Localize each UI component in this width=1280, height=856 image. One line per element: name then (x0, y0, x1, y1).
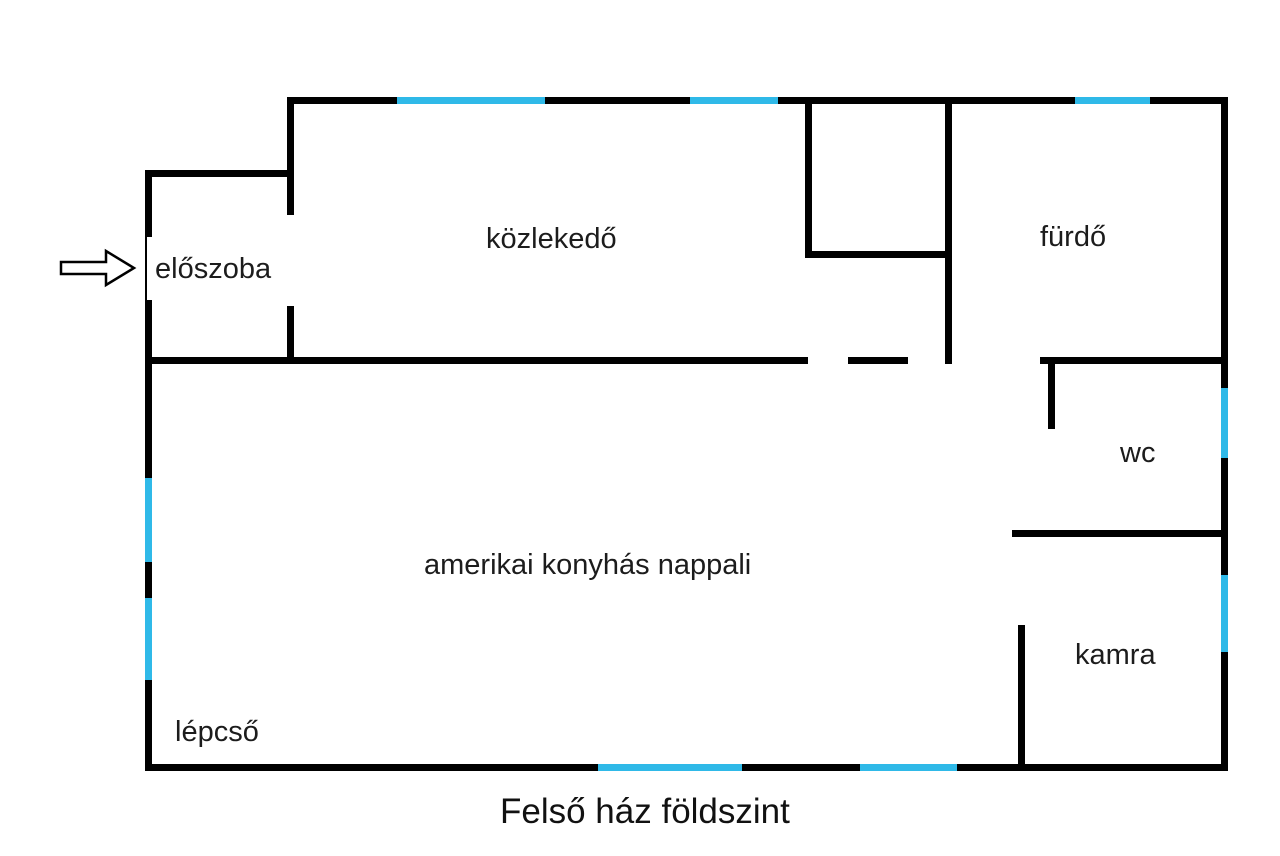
wall-bathroom-bottom (1040, 357, 1228, 364)
room-label-wc: wc (1120, 437, 1156, 469)
wall-shaft-bottom (805, 251, 952, 258)
wall-kamra-left (1018, 625, 1025, 771)
wall-main-divider (145, 357, 808, 364)
wall-wc-left (1048, 357, 1055, 429)
wall-wc-bottom (1012, 530, 1228, 537)
window-top-3 (1075, 97, 1150, 104)
wall-eloszoba-right-lower (287, 306, 294, 364)
window-bottom-2 (860, 764, 957, 771)
entrance-arrow-icon (58, 247, 138, 294)
room-label-furdo: fürdő (1040, 221, 1107, 253)
plan-title: Felső ház földszint (500, 792, 790, 831)
room-label-kamra: kamra (1075, 639, 1156, 671)
wall-eloszoba-right-upper (287, 97, 294, 215)
wall-shaft-left (805, 97, 812, 258)
window-left-1 (145, 478, 152, 562)
room-label-lepcso: lépcső (175, 716, 259, 748)
window-left-2 (145, 598, 152, 680)
window-top-2 (690, 97, 778, 104)
entrance-door-line (145, 237, 147, 300)
window-right-1 (1221, 388, 1228, 458)
room-label-nappali: amerikai konyhás nappali (424, 549, 752, 581)
window-right-2 (1221, 575, 1228, 652)
wall-divider-stub (848, 357, 908, 364)
room-label-kozlekedo: közlekedő (486, 223, 617, 255)
window-bottom-1 (598, 764, 742, 771)
wall-left-upper (145, 170, 152, 237)
window-top-1 (397, 97, 545, 104)
room-label-eloszoba: előszoba (155, 253, 272, 285)
wall-bathroom-left (945, 97, 952, 364)
wall-eloszoba-top (145, 170, 294, 177)
